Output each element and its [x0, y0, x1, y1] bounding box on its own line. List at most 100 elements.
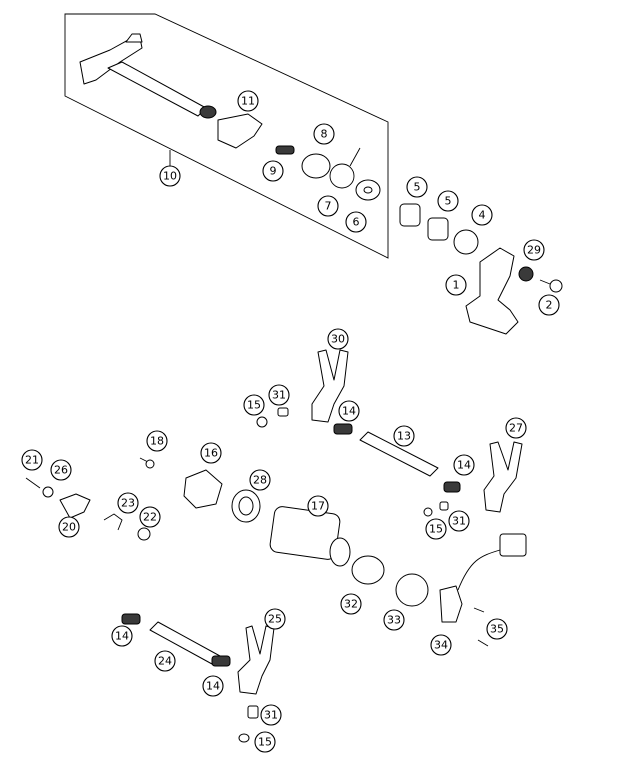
svg-text:26: 26 — [54, 464, 68, 477]
screw-part-18 — [139, 457, 155, 469]
callout-5b: 5 — [437, 190, 459, 212]
callout-15c: 15 — [254, 731, 276, 753]
torsion-spring-part — [329, 163, 355, 189]
callout-22: 22 — [139, 506, 161, 528]
svg-text:7: 7 — [325, 200, 332, 213]
svg-text:15: 15 — [258, 736, 272, 749]
callout-4: 4 — [471, 204, 493, 226]
svg-text:4: 4 — [479, 209, 486, 222]
callout-27: 27 — [505, 417, 527, 439]
shift-shaft-assembly-frame — [64, 13, 389, 259]
callout-21: 21 — [21, 449, 43, 471]
callout-16: 16 — [200, 442, 222, 464]
screw-part-35b — [477, 639, 489, 647]
bushing-part-15b — [423, 507, 433, 517]
pin-part-31b — [439, 501, 449, 511]
bushing-part-b — [427, 217, 449, 241]
locking-lever-part — [59, 493, 91, 519]
shift-lever-part — [465, 247, 519, 335]
spring-part-9 — [275, 145, 295, 155]
svg-text:32: 32 — [344, 598, 358, 611]
callout-11: 11 — [237, 90, 259, 112]
callout-29: 29 — [523, 239, 545, 261]
callout-31a: 31 — [268, 384, 290, 406]
callout-7: 7 — [317, 195, 339, 217]
cam-part — [301, 153, 331, 179]
callout-26: 26 — [50, 459, 72, 481]
shift-fork-part-25 — [237, 625, 275, 695]
callout-17: 17 — [307, 495, 329, 517]
svg-text:31: 31 — [452, 515, 466, 528]
return-plate-part — [217, 113, 263, 149]
pin-part-31a — [277, 407, 289, 417]
svg-text:5: 5 — [445, 195, 452, 208]
spring-part-14b — [443, 481, 461, 493]
callout-2: 2 — [538, 294, 560, 316]
gear-position-sensor-part — [439, 533, 527, 623]
washer-part-29 — [518, 266, 534, 282]
bushing-part-15c — [238, 733, 250, 743]
svg-text:31: 31 — [272, 389, 286, 402]
callout-32: 32 — [340, 593, 362, 615]
callout-31c: 31 — [260, 704, 282, 726]
svg-text:28: 28 — [253, 474, 267, 487]
spring-part-14c — [121, 613, 141, 625]
pin-part-31c — [247, 705, 259, 719]
svg-text:14: 14 — [115, 630, 129, 643]
svg-text:5: 5 — [414, 181, 421, 194]
svg-text:31: 31 — [264, 709, 278, 722]
callout-34: 34 — [430, 634, 452, 656]
svg-text:2: 2 — [546, 299, 553, 312]
callout-10: 10 — [159, 165, 181, 187]
shift-shaft-part — [79, 33, 217, 119]
svg-text:34: 34 — [434, 639, 448, 652]
shift-fork-part-30 — [311, 349, 349, 423]
callout-30: 30 — [327, 328, 349, 350]
svg-text:14: 14 — [342, 405, 356, 418]
bushing-part-a — [399, 203, 421, 227]
shift-drum-part — [269, 506, 351, 567]
svg-text:29: 29 — [527, 244, 541, 257]
callout-14d: 14 — [202, 675, 224, 697]
callout-20: 20 — [58, 516, 80, 538]
callout-13: 13 — [393, 425, 415, 447]
bolt-part-2 — [539, 279, 563, 293]
svg-text:25: 25 — [268, 613, 282, 626]
svg-text:20: 20 — [62, 521, 76, 534]
callout-8: 8 — [313, 123, 335, 145]
spring-part-23 — [103, 513, 123, 531]
svg-text:27: 27 — [509, 422, 523, 435]
callout-31b: 31 — [448, 510, 470, 532]
shift-segment-part — [183, 469, 223, 509]
callout-6: 6 — [345, 211, 367, 233]
bearing-part-32 — [351, 555, 385, 585]
svg-text:6: 6 — [353, 216, 360, 229]
svg-text:8: 8 — [321, 128, 328, 141]
callout-23: 23 — [117, 492, 139, 514]
svg-text:30: 30 — [331, 333, 345, 346]
bushing-part-15a — [256, 416, 268, 428]
svg-text:24: 24 — [158, 655, 172, 668]
callout-9: 9 — [262, 160, 284, 182]
svg-text:17: 17 — [311, 500, 325, 513]
callout-5a: 5 — [406, 176, 428, 198]
callout-15b: 15 — [425, 518, 447, 540]
svg-text:21: 21 — [25, 454, 39, 467]
callout-28: 28 — [249, 469, 271, 491]
svg-text:14: 14 — [457, 459, 471, 472]
svg-text:33: 33 — [387, 614, 401, 627]
washer-part-26 — [42, 486, 54, 498]
svg-text:10: 10 — [163, 170, 177, 183]
shift-fork-part-27 — [483, 441, 523, 513]
svg-text:22: 22 — [143, 511, 157, 524]
callout-35: 35 — [486, 618, 508, 640]
spring-part-14a — [333, 423, 353, 435]
svg-text:23: 23 — [121, 497, 135, 510]
callout-24: 24 — [154, 650, 176, 672]
callout-14c: 14 — [111, 625, 133, 647]
roller-part-22 — [137, 527, 151, 541]
shift-drum-locating-part — [395, 573, 429, 607]
screw-part-35a — [473, 607, 485, 613]
svg-text:35: 35 — [490, 623, 504, 636]
